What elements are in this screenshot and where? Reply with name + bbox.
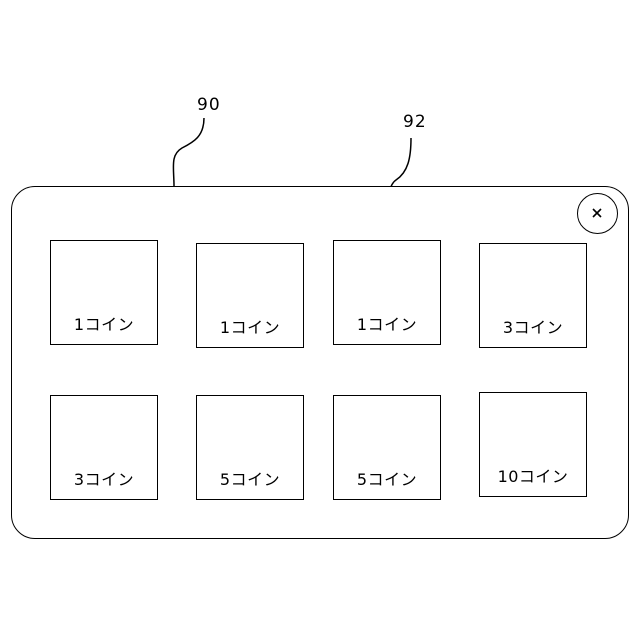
coin-item-label: 1コイン: [51, 311, 157, 335]
close-button[interactable]: [577, 193, 618, 234]
coin-item-tile[interactable]: 1コイン: [333, 240, 441, 345]
coin-item-label: 5コイン: [334, 466, 440, 490]
coin-item-label: 3コイン: [51, 466, 157, 490]
coin-item-tile[interactable]: 5コイン: [196, 395, 304, 500]
leader-line-90: [173, 118, 204, 186]
reference-numeral-92: 92: [403, 114, 427, 131]
coin-item-label: 5コイン: [197, 466, 303, 490]
coin-item-tile[interactable]: 1コイン: [50, 240, 158, 345]
coin-item-label: 1コイン: [197, 314, 303, 338]
coin-item-label: 1コイン: [334, 311, 440, 335]
coin-item-label: 3コイン: [480, 314, 586, 338]
coin-item-tile[interactable]: 10コイン: [479, 392, 587, 497]
coin-item-tile[interactable]: 3コイン: [50, 395, 158, 500]
coin-item-tile[interactable]: 1コイン: [196, 243, 304, 348]
coin-item-tile[interactable]: 3コイン: [479, 243, 587, 348]
reference-numeral-90: 90: [197, 97, 221, 114]
coin-item-tile[interactable]: 5コイン: [333, 395, 441, 500]
close-icon: [592, 208, 602, 218]
coin-item-label: 10コイン: [480, 463, 586, 487]
